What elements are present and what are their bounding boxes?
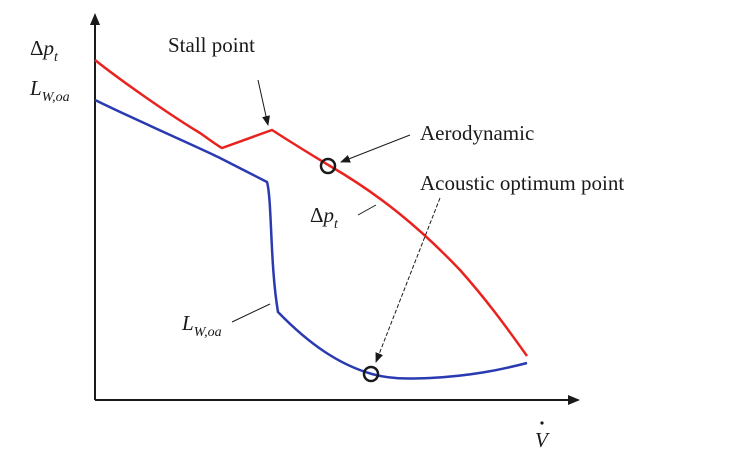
stall-point-label: Stall point: [168, 33, 255, 57]
sound-power-curve: [94, 98, 528, 380]
y-axis-label-sound-power: LW,oa: [29, 76, 70, 105]
dp-curve-leader: [357, 204, 377, 216]
x-axis-label-text: V: [535, 428, 550, 452]
pressure-curve: [94, 59, 529, 357]
stall-point-arrow: [257, 79, 270, 126]
acoustic-optimum-label: Acoustic optimum point: [420, 171, 624, 195]
lw-curve-leader: [231, 303, 271, 323]
lw-curve-label: LW,oa: [181, 311, 222, 340]
aerodynamic-label: Aerodynamic: [420, 121, 534, 145]
aerodynamic-arrow: [340, 134, 411, 163]
acoustic-optimum-arrow: [375, 197, 441, 363]
y-axis-label-pressure: Δpt: [30, 36, 59, 65]
x-axis-label: V: [535, 421, 550, 452]
x-axis-label-dot: [540, 421, 544, 425]
dp-curve-label: Δpt: [310, 203, 339, 232]
aerodynamic-point-marker: [319, 157, 337, 175]
acoustic-optimum-marker: [362, 365, 380, 383]
